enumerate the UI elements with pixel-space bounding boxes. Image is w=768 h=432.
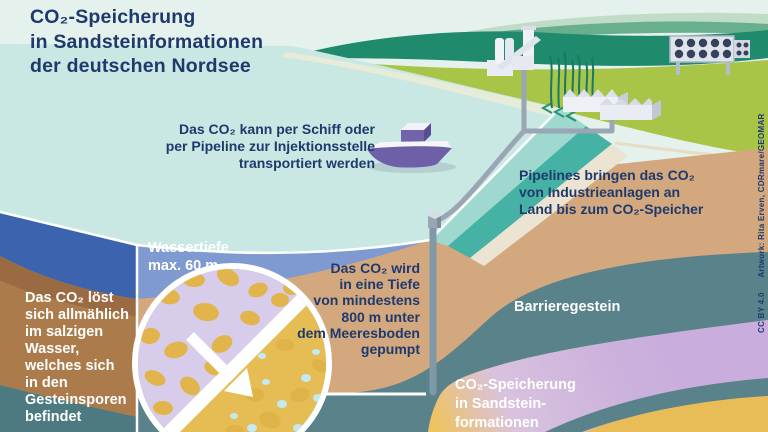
storage-formation xyxy=(428,320,768,432)
seabed-layers xyxy=(0,256,137,432)
barrier-rock-layer xyxy=(130,252,768,432)
water-side-face xyxy=(0,212,137,299)
factory-icon xyxy=(563,89,661,120)
injection-depth-note: Das CO₂ wird in eine Tiefe von mindesten… xyxy=(297,260,420,358)
dac-plant-icon xyxy=(669,35,750,75)
title-line: der deutschen Nordsee xyxy=(30,55,251,78)
wellhead-icon xyxy=(426,210,443,228)
water-depth-label: Wassertiefe max. 60 m xyxy=(148,240,229,274)
license-credit: CC BY 4.0 Artwork: Rita Erven, CDRmare/G… xyxy=(757,113,766,333)
pore-magnifier-icon xyxy=(132,263,332,432)
pipeline-path xyxy=(435,62,615,224)
ship-icon xyxy=(367,123,456,173)
attribution-label: Artwork: Rita Erven, CDRmare/GEOMAR xyxy=(757,113,766,278)
license-label: CC BY 4.0 xyxy=(757,292,766,333)
title-line: CO₂-Speicherung xyxy=(30,6,196,28)
transport-note: Das CO₂ kann per Schiff oder per Pipelin… xyxy=(165,121,375,172)
title-line: in Sandsteinformationen xyxy=(30,30,264,53)
coastline-strip xyxy=(282,52,560,117)
page-title: CO₂-Speicherung in Sandsteinformationen … xyxy=(30,5,263,79)
storage-site-label: CO₂-Speicherung in Sandstein- formatione… xyxy=(455,377,576,431)
dissolution-note: Das CO₂ löst sich allmählich im salzigen… xyxy=(25,290,129,425)
shore-bands xyxy=(429,107,628,266)
industrial-plant-icon xyxy=(487,26,541,76)
sea-surface xyxy=(0,44,560,253)
co2-dissolution-arrow-icon xyxy=(186,332,253,397)
pipeline-note: Pipelines bringen das CO₂ von Industriea… xyxy=(519,167,704,218)
barrier-rock-label: Barrieregestein xyxy=(514,299,621,315)
co2-flow-arrows-icon xyxy=(540,102,577,122)
